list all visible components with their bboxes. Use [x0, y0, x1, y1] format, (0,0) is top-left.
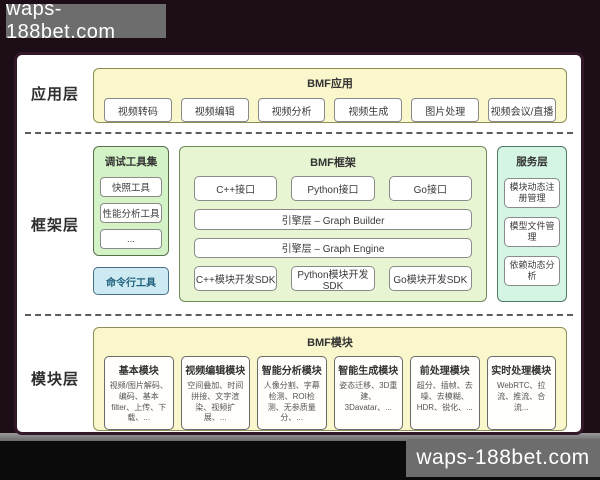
- debug-tool-performance: 性能分析工具: [100, 203, 162, 223]
- service-layer-title: 服务层: [516, 156, 548, 168]
- debug-toolset-group: 调试工具集 快照工具 性能分析工具 ...: [93, 146, 169, 256]
- framework-content: 调试工具集 快照工具 性能分析工具 ... 命令行工具 BMF框架 C++接口 …: [93, 134, 581, 314]
- bottom-gray-strip: [0, 433, 600, 441]
- framework-left-column: 调试工具集 快照工具 性能分析工具 ... 命令行工具: [93, 146, 169, 302]
- module-layer-label: 模块层: [30, 371, 79, 389]
- bmf-application-group: BMF应用 视频转码 视频编辑 视频分析 视频生成 图片处理 视频会议/直播: [93, 68, 567, 123]
- app-item-video-generation: 视频生成: [334, 98, 403, 122]
- layer-separator-bottom: [25, 314, 573, 316]
- interface-python: Python接口: [291, 176, 375, 201]
- module-realtime: 实时处理模块 WebRTC、拉流、推流、合流...: [486, 356, 556, 431]
- module-basic-title: 基本模块: [118, 366, 159, 377]
- module-intelligent-generation-desc: 姿态迁移、3D重建、3Davatar、...: [339, 381, 398, 412]
- interface-row: C++接口 Python接口 Go接口: [194, 176, 472, 201]
- module-items: 基本模块 视频/图片解码、编码、基本filter、上传、下载、... 视频编辑模…: [94, 350, 566, 431]
- app-item-video-analysis: 视频分析: [257, 98, 326, 122]
- module-video-edit: 视频编辑模块 空间叠加、时间拼接、文字渲染、视频扩展、...: [180, 356, 250, 431]
- debug-toolset-title: 调试工具集: [104, 156, 158, 168]
- module-intelligent-analysis: 智能分析模块 人像分割、字幕检测、ROI检测、无参质量分、...: [257, 356, 327, 431]
- module-intelligent-analysis-desc: 人像分割、字幕检测、ROI检测、无参质量分、...: [263, 381, 320, 423]
- bmf-application-title: BMF应用: [307, 78, 353, 90]
- sdk-row: C++模块开发SDK Python模块开发SDK Go模块开发SDK: [194, 266, 472, 292]
- framework-layer-label: 框架层: [30, 216, 79, 234]
- module-video-edit-title: 视频编辑模块: [185, 366, 246, 377]
- service-model-file-management: 模型文件管理: [504, 217, 560, 247]
- service-layer-group: 服务层 模块动态注册管理 模型文件管理 依赖动态分析: [497, 146, 567, 302]
- sdk-cpp: C++模块开发SDK: [194, 266, 278, 291]
- module-basic-desc: 视频/图片解码、编码、基本filter、上传、下载、...: [109, 381, 168, 423]
- bmf-framework-title: BMF框架: [310, 157, 356, 169]
- module-realtime-title: 实时处理模块: [491, 366, 552, 377]
- service-module-registration: 模块动态注册管理: [504, 178, 560, 208]
- module-layer-row: 模块层 BMF模块 基本模块 视频/图片解码、编码、基本filter、上传、下载…: [17, 316, 581, 441]
- sdk-python: Python模块开发SDK: [291, 266, 375, 292]
- module-realtime-desc: WebRTC、拉流、推流、合流...: [496, 381, 546, 412]
- application-items: 视频转码 视频编辑 视频分析 视频生成 图片处理 视频会议/直播: [94, 91, 566, 122]
- application-layer-label: 应用层: [30, 86, 79, 103]
- debug-tool-snapshot: 快照工具: [100, 177, 162, 197]
- bmf-framework-group: BMF框架 C++接口 Python接口 Go接口 引擎层 – Graph Bu…: [179, 146, 487, 302]
- application-layer-row: 应用层 BMF应用 视频转码 视频编辑 视频分析 视频生成 图片处理 视频会议/…: [17, 55, 581, 132]
- sdk-go: Go模块开发SDK: [388, 266, 472, 291]
- watermark-top: waps-188bet.com: [6, 0, 166, 43]
- module-preprocessing-title: 前处理模块: [419, 366, 470, 377]
- layer-separator-top: [25, 132, 573, 134]
- engine-graph-builder-bar: 引擎层 – Graph Builder: [194, 209, 472, 230]
- service-dependency-analysis: 依赖动态分析: [504, 256, 560, 286]
- bmf-module-title: BMF模块: [307, 337, 353, 349]
- app-item-video-edit: 视频编辑: [180, 98, 249, 122]
- app-item-video-transcode: 视频转码: [104, 98, 172, 122]
- debug-tool-ellipsis: ...: [100, 229, 162, 249]
- module-preprocessing-desc: 超分、插帧、去噪、去模糊、HDR、锐化、...: [416, 381, 473, 412]
- watermark-bottom: waps-188bet.com: [406, 439, 600, 477]
- engine-graph-engine-bar: 引擎层 – Graph Engine: [194, 237, 472, 258]
- app-item-image-processing: 图片处理: [411, 98, 480, 122]
- module-video-edit-desc: 空间叠加、时间拼接、文字渲染、视频扩展、...: [187, 381, 244, 423]
- app-item-video-conference-live: 视频会议/直播: [488, 98, 556, 122]
- architecture-diagram-panel: 应用层 BMF应用 视频转码 视频编辑 视频分析 视频生成 图片处理 视频会议/…: [14, 52, 584, 435]
- module-intelligent-analysis-title: 智能分析模块: [261, 366, 322, 377]
- module-intelligent-generation-title: 智能生成模块: [338, 366, 399, 377]
- framework-layer-row: 框架层 调试工具集 快照工具 性能分析工具 ... 命令行工具 BMF框架 C+…: [17, 134, 581, 314]
- interface-cpp: C++接口: [194, 176, 278, 201]
- bmf-module-group: BMF模块 基本模块 视频/图片解码、编码、基本filter、上传、下载、...…: [93, 327, 567, 432]
- module-basic: 基本模块 视频/图片解码、编码、基本filter、上传、下载、...: [104, 356, 174, 431]
- cli-tool-box: 命令行工具: [93, 267, 169, 295]
- interface-go: Go接口: [388, 176, 472, 201]
- module-intelligent-generation: 智能生成模块 姿态迁移、3D重建、3Davatar、...: [333, 356, 403, 431]
- module-preprocessing: 前处理模块 超分、插帧、去噪、去模糊、HDR、锐化、...: [410, 356, 480, 431]
